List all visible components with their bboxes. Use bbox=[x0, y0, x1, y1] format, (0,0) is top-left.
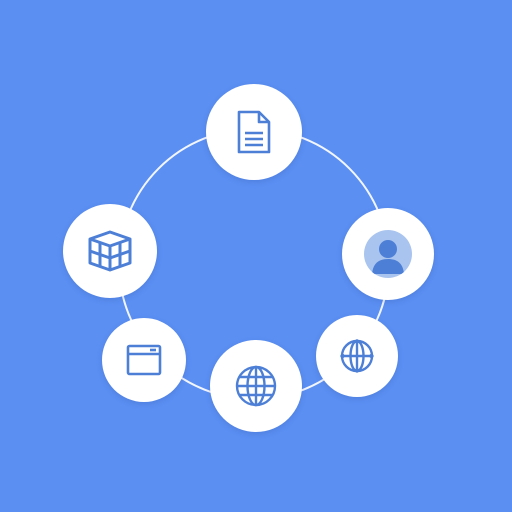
document-icon bbox=[237, 110, 271, 154]
globe-node[interactable] bbox=[210, 340, 302, 432]
user-node[interactable] bbox=[342, 208, 434, 300]
cube-node[interactable] bbox=[63, 204, 157, 298]
network-globe-icon bbox=[340, 339, 374, 373]
box-node[interactable] bbox=[102, 318, 186, 402]
globe-icon bbox=[235, 365, 277, 407]
user-avatar-icon bbox=[364, 230, 412, 278]
stacked-cube-icon bbox=[88, 230, 132, 272]
package-box-icon bbox=[126, 344, 162, 376]
network-node[interactable] bbox=[316, 315, 398, 397]
document-node[interactable] bbox=[206, 84, 302, 180]
